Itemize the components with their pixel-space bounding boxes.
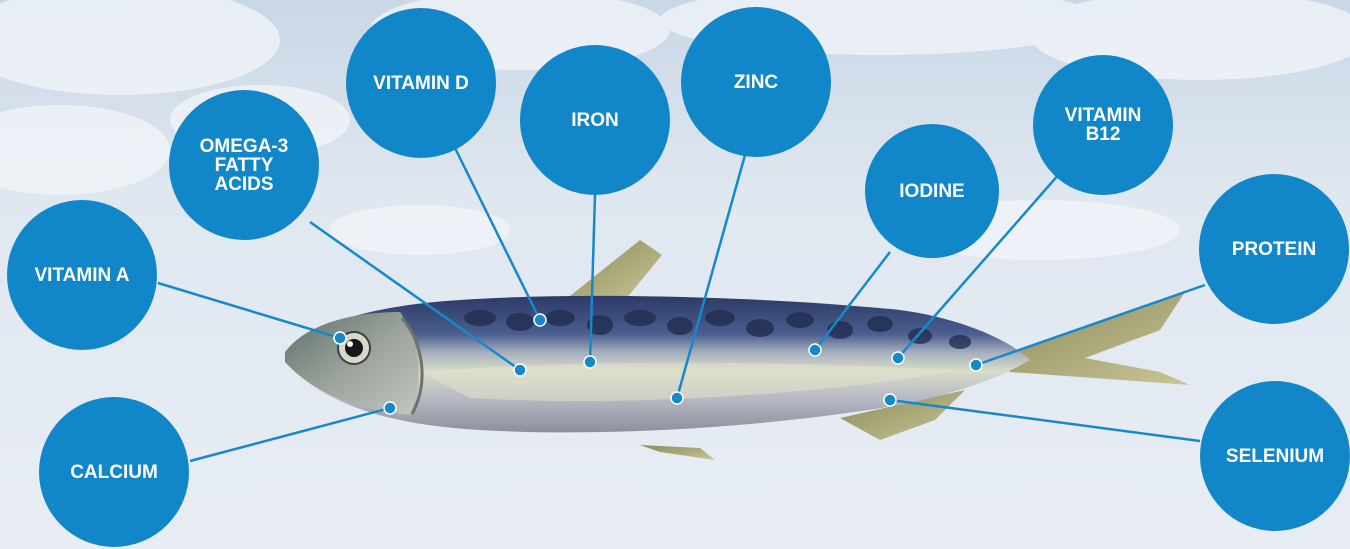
nutrient-bubble-vitamin-d: [346, 8, 496, 158]
nutrient-bubble-protein: [1199, 174, 1349, 324]
nutrient-bubble-vitamin-b12: [1033, 55, 1173, 195]
anchor-dot-selenium: [884, 394, 896, 406]
anchor-dot-vitamin-d: [534, 314, 546, 326]
anchor-dot-protein: [970, 359, 982, 371]
anchor-dot-vitamin-b12: [892, 352, 904, 364]
nutrient-bubble-omega-3: [169, 90, 319, 240]
nutrient-bubble-iodine: [865, 124, 999, 258]
nutrient-bubble-selenium: [1200, 381, 1350, 531]
anchor-dot-iron: [584, 356, 596, 368]
fish-pupil: [345, 339, 363, 357]
anchor-dot-vitamin-a: [334, 332, 346, 344]
anchor-dot-omega-3: [514, 364, 526, 376]
nutrient-bubble-calcium: [39, 397, 189, 547]
anchor-dot-zinc: [671, 392, 683, 404]
nutrient-bubble-iron: [520, 45, 670, 195]
nutrient-bubble-vitamin-a: [7, 200, 157, 350]
eye-highlight: [347, 341, 353, 347]
anchor-dot-calcium: [384, 402, 396, 414]
anchor-dot-iodine: [809, 344, 821, 356]
nutrient-bubble-zinc: [681, 7, 831, 157]
